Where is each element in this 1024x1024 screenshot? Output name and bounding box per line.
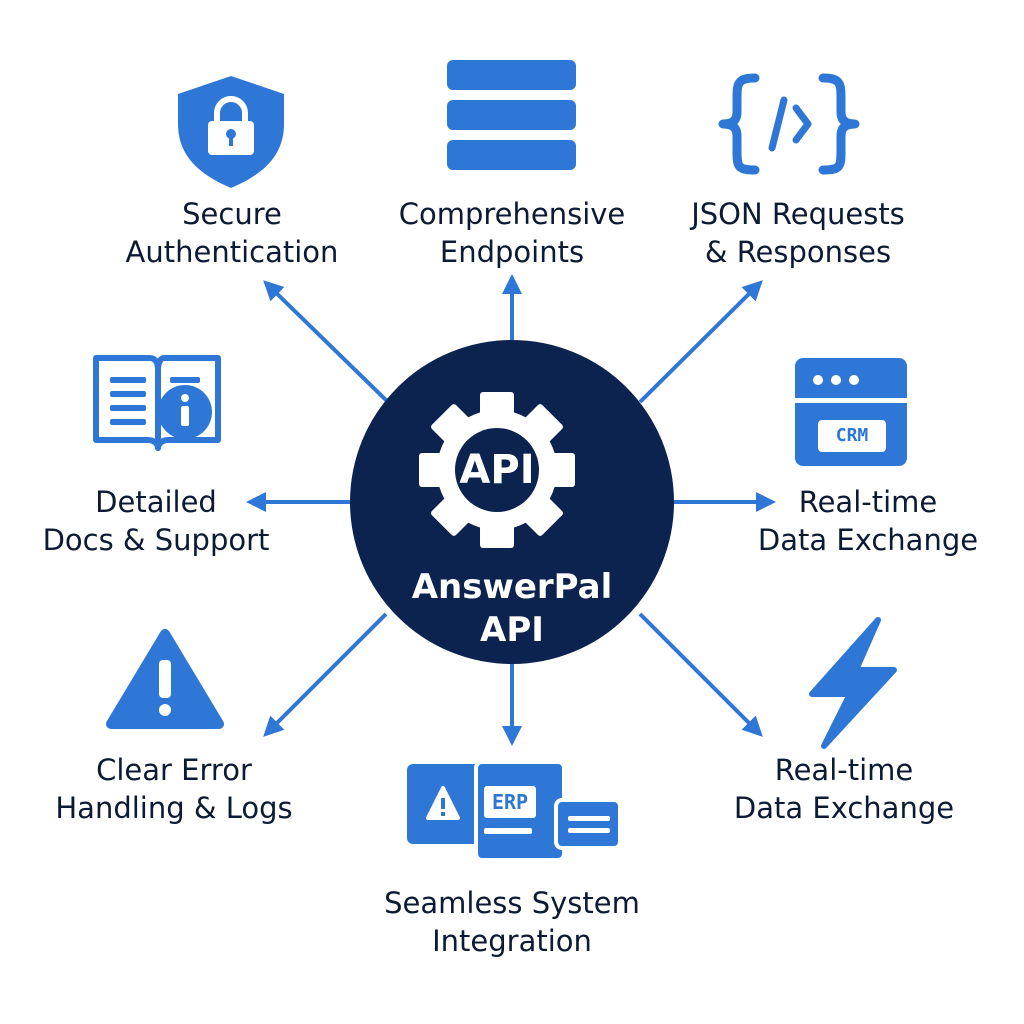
label-realtime-line1: Real-time: [774, 753, 914, 787]
server-stack-icon: [447, 60, 576, 170]
label-auth: Secure Authentication: [72, 195, 392, 271]
arrow-to-realtime: [638, 612, 763, 737]
label-erp-line1: Seamless System: [384, 886, 640, 920]
label-docs-line2: Docs & Support: [42, 523, 270, 557]
label-auth-line2: Authentication: [125, 235, 339, 269]
label-errors-line1: Clear Error: [96, 753, 252, 787]
shield-lock-icon: [178, 76, 284, 188]
label-endpoints: Comprehensive Endpoints: [352, 195, 672, 271]
hub-badge: API: [459, 447, 535, 493]
label-docs: Detailed Docs & Support: [0, 483, 312, 559]
label-errors: Clear Error Handling & Logs: [14, 751, 334, 827]
arrow-to-errors: [263, 612, 388, 737]
label-json: JSON Requests & Responses: [638, 195, 958, 271]
hub-title-line2: API: [480, 610, 544, 650]
book-info-icon: [93, 355, 221, 451]
label-errors-line2: Handling & Logs: [55, 791, 293, 825]
label-erp-line2: Integration: [432, 924, 592, 958]
erp-badge: ERP: [491, 790, 529, 814]
connector-arrows: [246, 274, 776, 746]
crm-badge: CRM: [835, 425, 869, 446]
hub-title-line1: AnswerPal: [411, 567, 613, 607]
crm-window-icon: [795, 358, 907, 466]
gear-icon: [419, 392, 575, 548]
label-json-line2: & Responses: [704, 235, 892, 269]
label-realtime: Real-time Data Exchange: [684, 751, 1004, 827]
label-endpoints-line1: Comprehensive: [398, 197, 626, 231]
label-crm: Real-time Data Exchange: [712, 483, 1024, 559]
lightning-bolt-icon: [809, 617, 897, 749]
erp-cards-icon: [407, 760, 622, 862]
code-braces-icon: [718, 73, 860, 175]
arrow-to-auth: [263, 280, 390, 404]
label-json-line1: JSON Requests: [691, 197, 905, 231]
label-erp: Seamless System Integration: [352, 884, 672, 960]
label-docs-line1: Detailed: [95, 485, 217, 519]
label-realtime-line2: Data Exchange: [733, 791, 955, 825]
hub: [350, 340, 674, 664]
label-crm-line2: Data Exchange: [757, 523, 979, 557]
warning-triangle-icon: [106, 629, 224, 729]
arrow-to-json: [638, 280, 763, 404]
label-endpoints-line2: Endpoints: [439, 235, 585, 269]
label-auth-line1: Secure: [182, 197, 282, 231]
label-crm-line1: Real-time: [798, 485, 938, 519]
